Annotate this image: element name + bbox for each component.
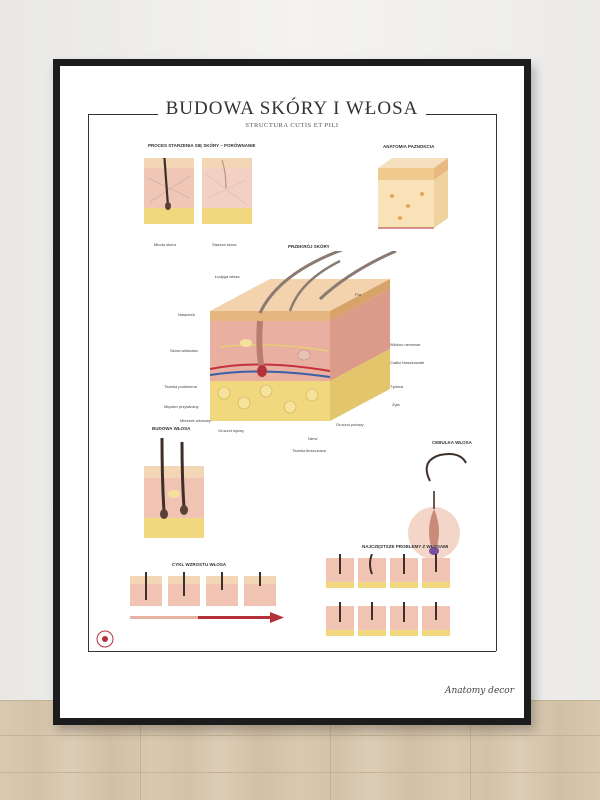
hair-problems-title: NAJCZĘSTSZE PROBLEMY Z WŁOSAMI	[362, 544, 449, 549]
label-arrector-muscle: Mięsień przywłośny	[164, 404, 199, 409]
poster-border-left	[88, 114, 89, 651]
old-skin-caption: Starsza skóra	[212, 242, 237, 247]
label-dermis: Skóra właściwa	[170, 348, 198, 353]
young-skin-caption: Młoda skóra	[154, 242, 176, 247]
hair-bulb-illustration	[408, 453, 467, 559]
label-epidermis: Naskórek	[178, 312, 195, 317]
label-vein: Żyła	[392, 402, 400, 407]
poster-border-bottom	[88, 651, 496, 652]
label-hypodermis: Tkanka podskórna	[164, 384, 197, 389]
aging-section-title: PROCES STARZENIA SIĘ SKÓRY – PORÓWNANIE	[148, 143, 256, 148]
brand-logo	[96, 630, 114, 648]
label-sebaceous-gland: Gruczoł łojowy	[218, 428, 245, 433]
poster-subtitle: STRUCTURA CUTIS ET PILI	[245, 122, 339, 129]
artist-signature: Anatomy decor	[445, 686, 515, 696]
poster-frame: BUDOWA SKÓRY I WŁOSA STRUCTURA CUTIS ET …	[53, 59, 531, 725]
hair-structure-illustration	[144, 438, 204, 538]
label-artery: Tętnica	[390, 384, 404, 389]
hair-cycle-title: CYKL WZROSTU WŁOSA	[172, 562, 227, 567]
aging-illustration	[144, 158, 252, 224]
label-nerve-ending: Ciałko blaszkowate	[390, 360, 425, 365]
hair-problems-grid	[326, 554, 450, 636]
label-hair-shaft: Łodyga włosa	[215, 274, 240, 279]
hair-cycle-illustration	[130, 572, 284, 623]
nail-section-title: ANATOMIA PAZNOKCIA	[383, 144, 435, 149]
floor-seam	[140, 700, 141, 800]
poster-title: BUDOWA SKÓRY I WŁOSA	[60, 98, 524, 120]
label-capillary: Włókno nerwowe	[390, 342, 421, 347]
poster: BUDOWA SKÓRY I WŁOSA STRUCTURA CUTIS ET …	[60, 66, 524, 718]
label-nerve: Nerw	[308, 436, 318, 441]
label-sweat-gland: Gruczoł potowy	[336, 422, 364, 427]
hair-structure-title: BUDOWA WŁOSA	[152, 426, 191, 431]
skin-block-illustration	[378, 158, 448, 229]
poster-border-right	[496, 114, 497, 651]
cross-section-title: PRZEKRÓJ SKÓRY	[288, 244, 330, 249]
hair-bulb-title: CEBULKA WŁOSA	[432, 440, 472, 445]
floor-seam	[470, 700, 471, 800]
label-pore: Por	[355, 292, 362, 297]
label-hair-follicle: Mieszek włosowy	[180, 418, 211, 423]
skin-cross-section	[209, 251, 397, 421]
floor-seam	[330, 700, 331, 800]
label-fat-tissue: Tkanka tłuszczowa	[292, 448, 326, 453]
floor-plank-line	[0, 735, 600, 736]
floor-plank-line	[0, 772, 600, 773]
